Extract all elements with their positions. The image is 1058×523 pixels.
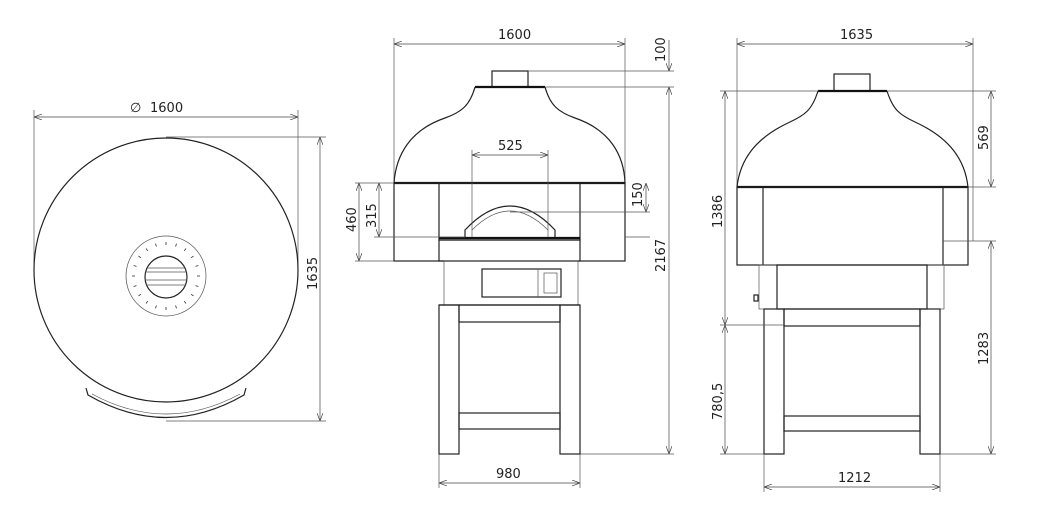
front-leg-right: [559, 304, 581, 455]
diameter-symbol: ∅: [130, 101, 141, 116]
dome-height-label: 569: [977, 125, 992, 150]
ring-tick: [195, 265, 199, 267]
side-panel: [776, 264, 928, 310]
floor-height-label: 1283: [977, 332, 992, 365]
side-view: 1635 1386 780,5 569 1283 1212: [711, 28, 996, 492]
oven-mouth-frame: [438, 182, 581, 241]
front-tray: [85, 387, 247, 419]
dome-right: [544, 86, 626, 184]
dome-left: [393, 86, 476, 184]
front-width-label: 1600: [498, 28, 531, 43]
diameter-label: 1600: [150, 101, 183, 116]
stand-depth-label: 1212: [838, 471, 871, 486]
ring-tick: [145, 248, 149, 252]
door-arch-label: 150: [631, 182, 646, 207]
display-icon: [543, 272, 558, 294]
front-view: 1600 100 2167 525 150 315 460: [345, 28, 674, 488]
chimney: [491, 70, 529, 88]
ring-tick: [145, 300, 149, 304]
ring-tick: [190, 255, 194, 259]
oven-body: [393, 182, 626, 262]
ring-tick: [183, 300, 187, 304]
ring-tick: [175, 305, 177, 309]
oven-height-label: 1386: [711, 195, 726, 228]
ring-tick: [155, 305, 157, 309]
dome-outline: [33, 137, 299, 403]
oven-door-arch: [464, 205, 556, 237]
side-oven-body: [736, 186, 969, 266]
door-width-label: 525: [498, 139, 523, 154]
side-chimney: [833, 73, 871, 92]
chimney-ring: [125, 235, 207, 317]
ring-tick: [138, 255, 142, 259]
chamber-height-label: 460: [345, 207, 360, 232]
control-section: [443, 260, 579, 306]
total-height-label: 2167: [654, 239, 669, 272]
control-panel: [481, 268, 562, 298]
ring-tick: [138, 293, 142, 297]
chimney-height-label: 100: [654, 37, 669, 62]
stand-height-label: 780,5: [711, 383, 726, 420]
ring-tick: [195, 285, 199, 287]
ring-tick: [175, 243, 177, 247]
side-depth-label: 1635: [840, 28, 873, 43]
ring-tick: [183, 248, 187, 252]
ring-tick: [190, 293, 194, 297]
side-leg-right: [919, 308, 941, 455]
front-leg-left: [438, 304, 460, 455]
side-switch-icon: [753, 294, 759, 302]
top-depth-label: 1635: [306, 257, 321, 290]
ring-tick: [133, 265, 137, 267]
door-height-label: 315: [365, 203, 380, 228]
chimney-opening: [144, 255, 188, 299]
ring-tick: [133, 285, 137, 287]
side-leg-left: [763, 308, 785, 455]
ring-tick: [155, 243, 157, 247]
top-view: ∅ 1600 1635: [33, 101, 326, 422]
stand-width-label: 980: [496, 467, 521, 482]
